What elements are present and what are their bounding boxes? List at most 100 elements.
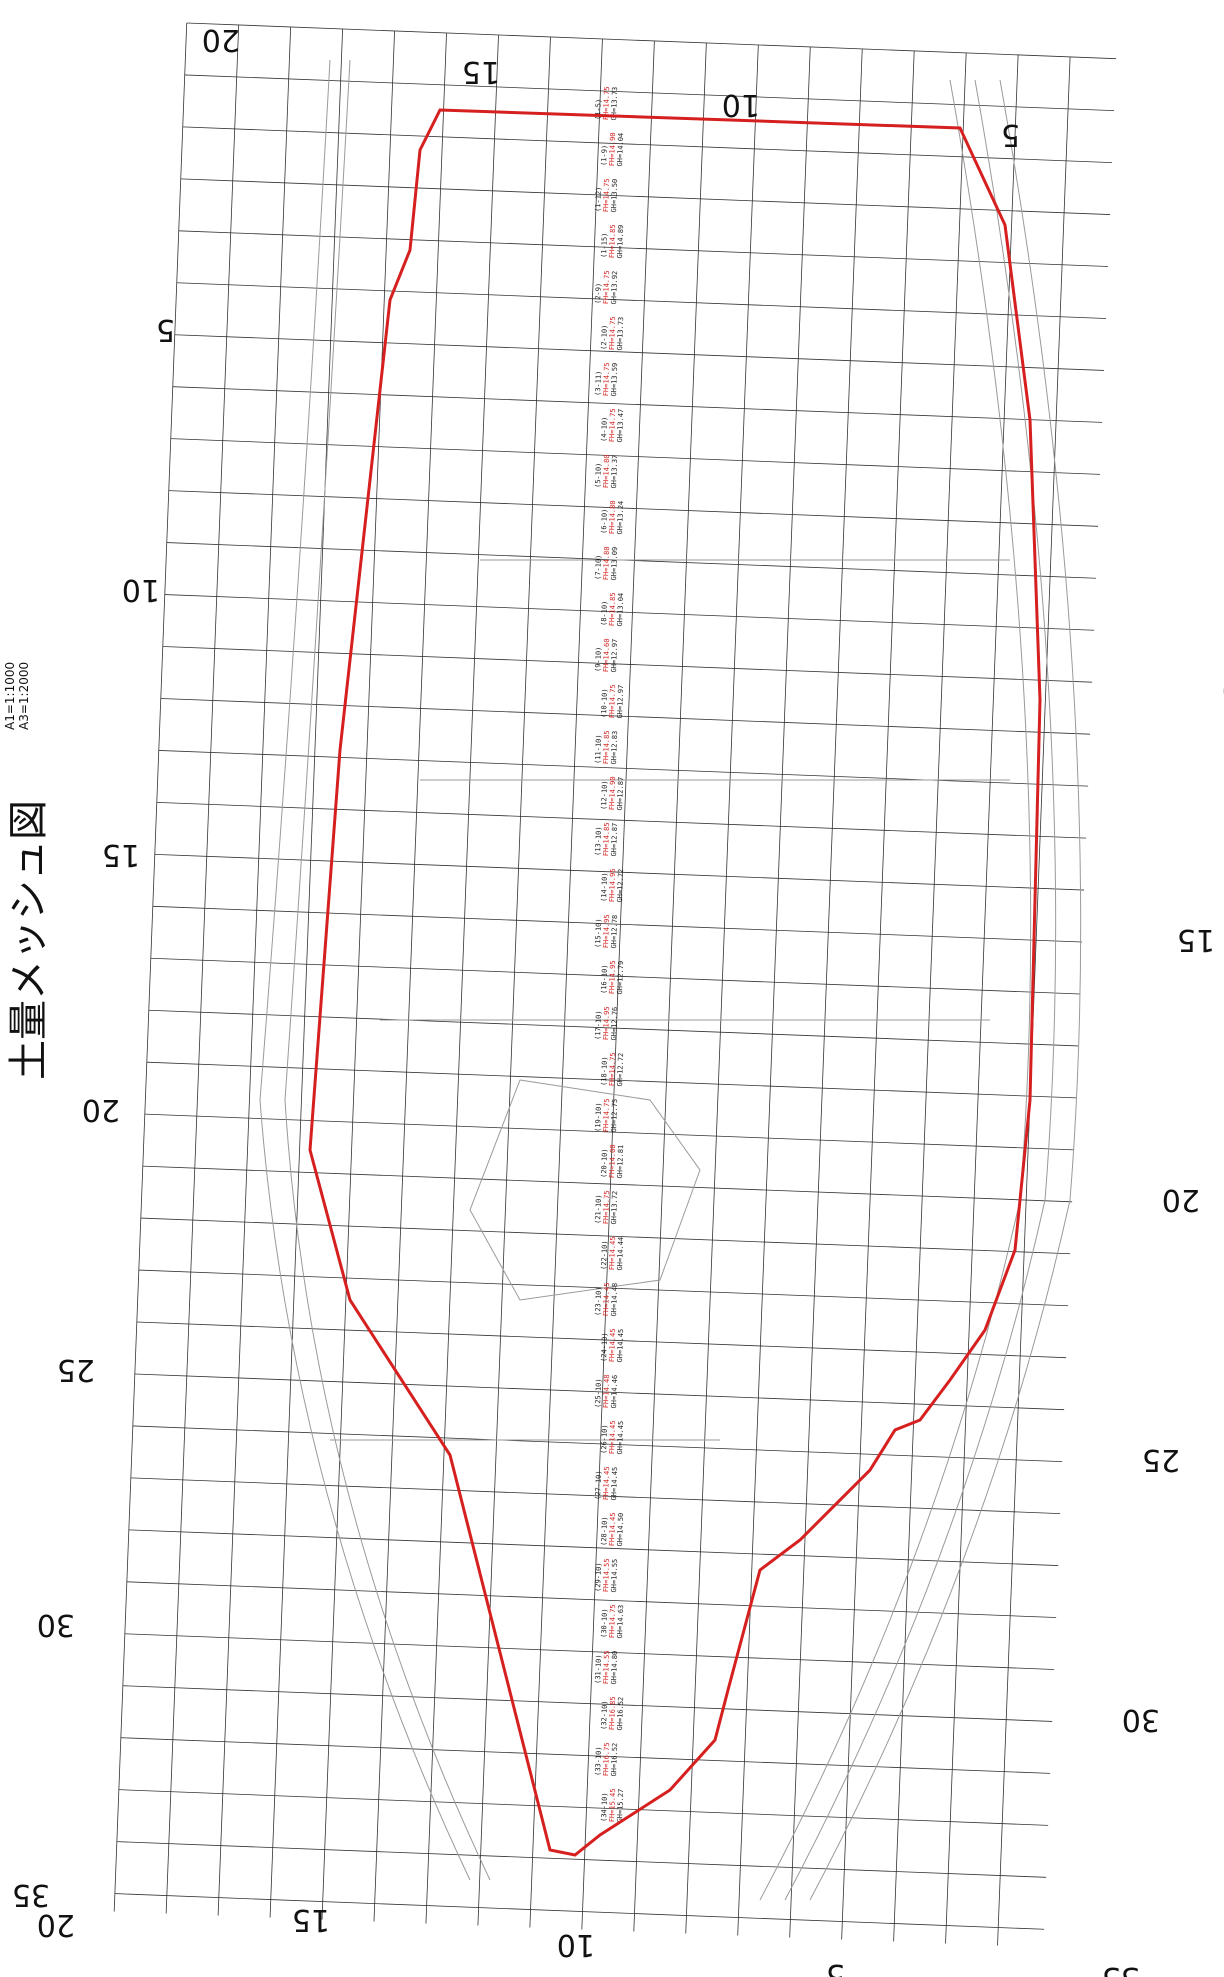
mesh-cell-text: FH=14.75	[602, 270, 611, 304]
grid-line-horizontal	[122, 1685, 1053, 1722]
axis-right-0: 10	[1222, 672, 1224, 707]
mesh-cell-text: GH=14.45	[616, 1329, 625, 1363]
grid-line-vertical	[165, 24, 240, 1914]
mesh-cell-text: GH=13.04	[616, 593, 625, 627]
mesh-cell-text: FH=15.45	[608, 1788, 617, 1822]
mesh-cell-text: FH=14.85	[608, 592, 617, 626]
mesh-cell-text: (30-10)	[600, 1608, 609, 1638]
mesh-cell-text: GH=14.44	[616, 1237, 625, 1271]
mesh-cell-text: FH=14.60	[602, 638, 611, 672]
mesh-cell-text: FH=14.55	[602, 1650, 611, 1684]
mesh-cell-text: FH=14.90	[608, 776, 617, 810]
mesh-cell-text: FH=14.75	[608, 684, 617, 718]
mesh-cell-text: GH=13.47	[616, 409, 625, 443]
scale-a1: A1=1:1000	[3, 662, 17, 730]
map-title: 土量メッシュ図	[6, 800, 52, 1080]
mesh-cell-text: FH=14.75	[608, 1052, 617, 1086]
grid-line-vertical	[373, 32, 447, 1922]
grid-line-horizontal	[150, 957, 1081, 995]
mesh-cell-text: (5-10)	[594, 463, 603, 489]
mesh-cell-text: (15-10)	[594, 918, 603, 948]
mesh-cell-text: FH=14.00	[608, 1144, 617, 1178]
mesh-cell-text: GH=12.72	[616, 1053, 625, 1087]
axis-left-4: 20	[82, 1092, 120, 1127]
axis-right-5: 35	[1102, 1960, 1140, 1977]
mesh-cell-text: GH=12.87	[616, 777, 625, 811]
grid-line-horizontal	[184, 74, 1115, 112]
mesh-cell-text: GH=14.45	[610, 1467, 619, 1501]
mesh-cell-text: FH=14.95	[602, 914, 611, 948]
mesh-cell-text: FH=14.75	[602, 86, 611, 120]
grid-line-horizontal	[154, 853, 1085, 891]
mesh-cell-text: (1-12)	[594, 187, 603, 213]
grid-line-vertical	[893, 52, 967, 1942]
axis-bottom-0: 20	[37, 1907, 75, 1942]
mesh-cell-text: FH=14.75	[608, 316, 617, 350]
mesh-cell-text: (13-10)	[594, 826, 603, 856]
mesh-cell-text: GH=14.48	[610, 1283, 619, 1317]
mesh-cell-text: (9-10)	[594, 647, 603, 673]
axis-left-1: 5	[156, 312, 175, 347]
axis-left-5: 25	[57, 1352, 95, 1387]
axis-top-2: 5	[1001, 117, 1020, 152]
mesh-cell-text: (34-10)	[600, 1792, 609, 1822]
mesh-cell-text: GH=12.75	[610, 1099, 619, 1133]
mesh-cell-text: FH=14.45	[602, 1282, 611, 1316]
mesh-cell-text: (10-10)	[600, 688, 609, 718]
mesh-cell-text: FH=14.80	[602, 454, 611, 488]
axis-bottom-1: 15	[292, 1902, 330, 1937]
grid-line-horizontal	[136, 1321, 1067, 1359]
axis-top-1: 10	[722, 87, 760, 122]
grid-line-horizontal	[178, 230, 1109, 267]
mesh-cell-text: FH=14.75	[608, 408, 617, 442]
grid-line-vertical	[113, 22, 188, 1912]
mesh-cell-text: GH=14.45	[616, 1421, 625, 1455]
mesh-cell-text: (25-10)	[594, 1378, 603, 1408]
mesh-cell-text: (22-10)	[600, 1240, 609, 1270]
grid-line-horizontal	[130, 1477, 1061, 1514]
grid-line-horizontal	[168, 490, 1099, 527]
grid-line-vertical	[581, 40, 655, 1930]
grid-line-horizontal	[114, 1893, 1045, 1930]
mesh-cell-text: FH=14.80	[602, 546, 611, 580]
grid-line-horizontal	[140, 1217, 1071, 1255]
mesh-cell-text: GH=14.50	[616, 1513, 625, 1547]
mesh-cell-text: FH=14.85	[602, 822, 611, 856]
mesh-cell-text: FH=14.45	[608, 1236, 617, 1270]
mesh-cell-text: (4-10)	[600, 417, 609, 443]
scale-a3: A3=1:2000	[17, 662, 31, 730]
mesh-cell-text: FH=14.75	[608, 1604, 617, 1638]
title-block: 土量メッシュ図 A1=1:1000 A3=1:2000	[0, 640, 70, 1100]
mesh-cell-text: (23-10)	[594, 1286, 603, 1316]
mesh-cell-text: FH=14.55	[602, 1558, 611, 1592]
mesh-cell-text: GH=12.83	[610, 731, 619, 765]
grid-line-horizontal	[134, 1373, 1065, 1411]
grid-line-horizontal	[116, 1841, 1047, 1878]
mesh-cell-text: (16-10)	[600, 964, 609, 994]
grid-line-horizontal	[152, 905, 1083, 943]
axis-top-0: 15	[462, 54, 500, 89]
project-boundary	[308, 108, 1042, 1857]
mesh-cell-text: (17-10)	[594, 1010, 603, 1040]
grid-line-vertical	[841, 50, 915, 1940]
mesh-cell-text: GH=16.52	[616, 1697, 625, 1731]
grid-line-horizontal	[126, 1581, 1057, 1618]
mesh-cell-text: (1-9)	[600, 145, 609, 166]
grid-line-horizontal	[162, 646, 1093, 683]
